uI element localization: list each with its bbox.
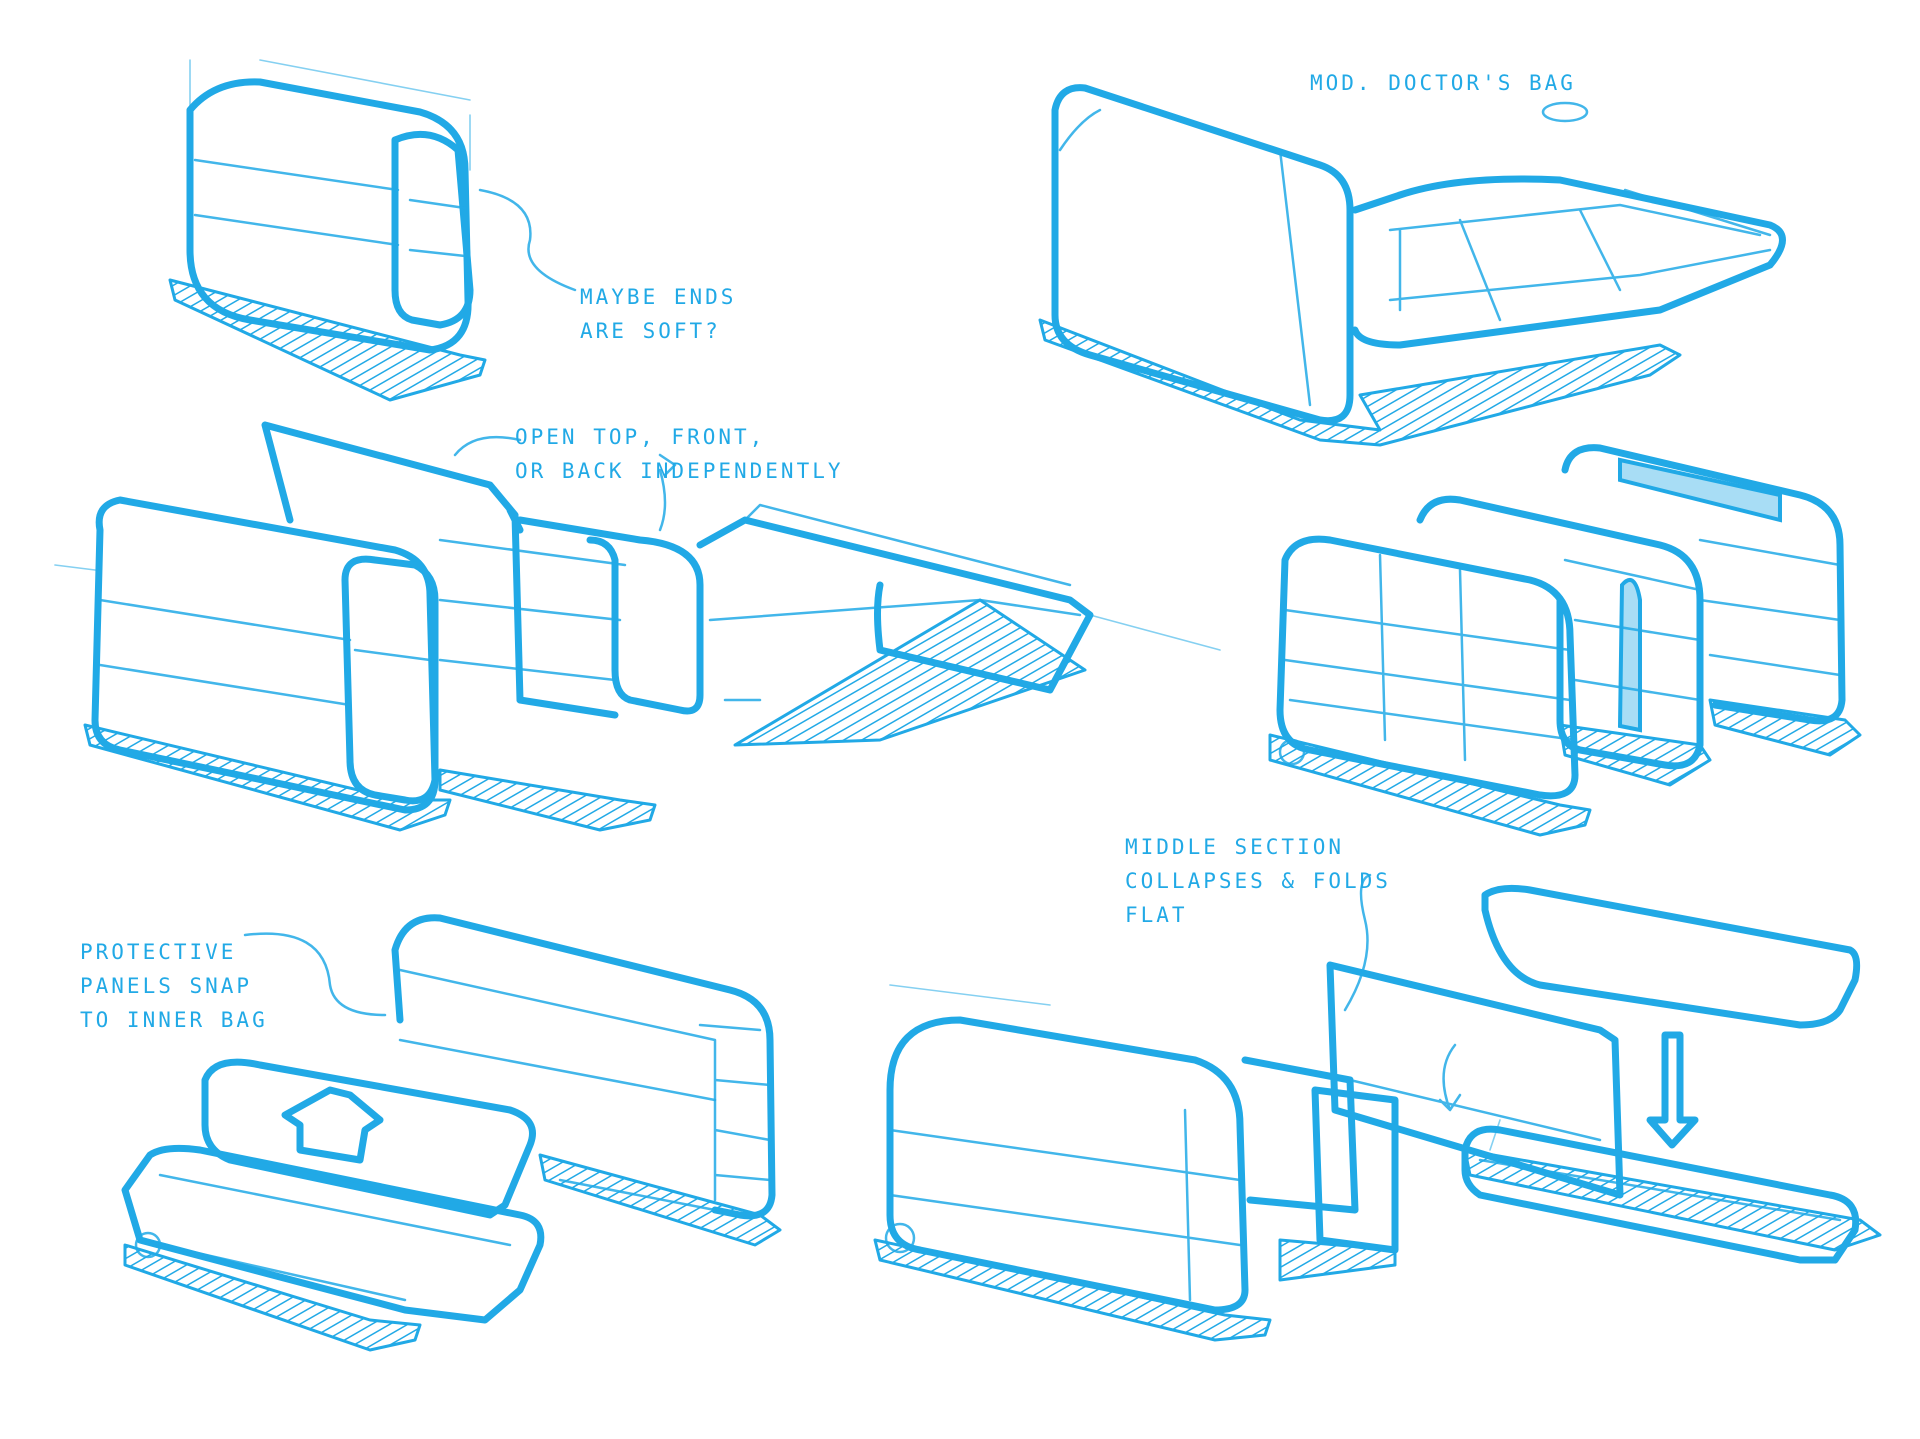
sketch-doctors-bag	[1038, 84, 1786, 447]
annotation-open-top: OPEN TOP, FRONT, OR BACK INDEPENDENTLY	[515, 425, 844, 483]
sketch-collapsing-middle	[873, 873, 1882, 1342]
annotation-protective-panels: PROTECTIVE PANELS SNAP TO INNER BAG	[80, 940, 268, 1032]
sketch-open-panels-case	[54, 421, 1221, 832]
annotation-soft-ends: MAYBE ENDS ARE SOFT?	[580, 285, 737, 343]
sketch-nested-bags	[1268, 444, 1862, 837]
annotation-doctors-bag: MOD. DOCTOR'S BAG	[1310, 71, 1576, 95]
sketch-soft-end-case	[168, 59, 577, 402]
sketch-protective-panels	[121, 914, 782, 1352]
annotation-middle-section: MIDDLE SECTION COLLAPSES & FOLDS FLAT	[1125, 835, 1391, 927]
